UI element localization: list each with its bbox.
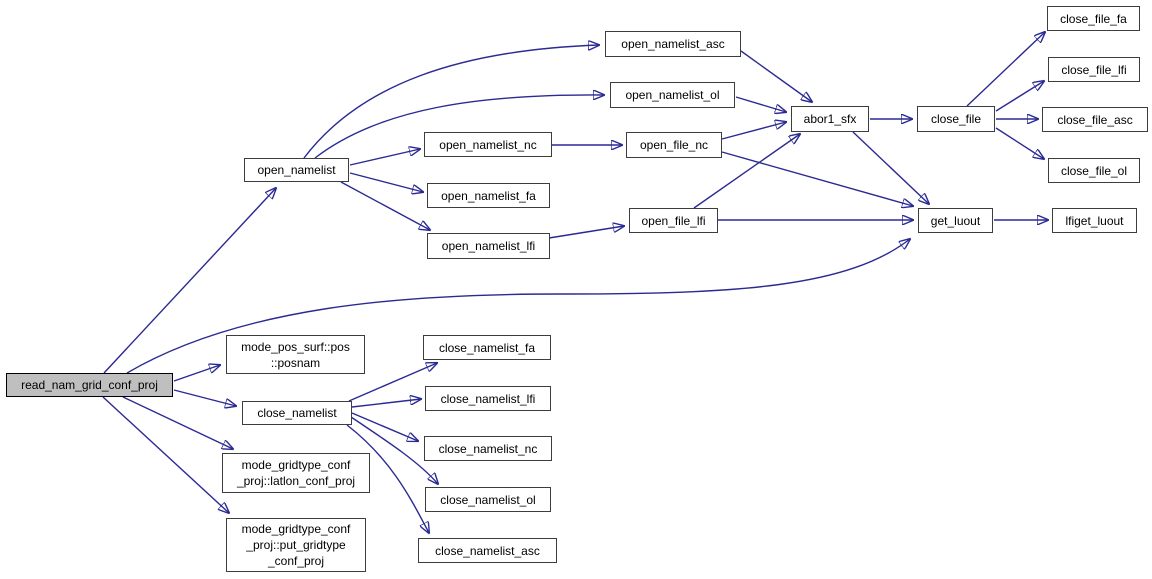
node-latlon-conf-proj[interactable]: mode_gridtype_conf _proj::latlon_conf_pr…: [222, 453, 370, 493]
node-label: open_namelist_ol: [625, 88, 720, 102]
node-read-nam-grid-conf-proj: read_nam_grid_conf_proj: [6, 373, 173, 397]
edge-open-namelist-asc-to-abor1-sfx: [740, 50, 812, 102]
edge-read-nam-to-open-namelist: [103, 188, 276, 374]
edge-open-file-nc-to-get-luout: [721, 151, 913, 206]
node-put-gridtype-conf-proj[interactable]: mode_gridtype_conf _proj::put_gridtype _…: [226, 518, 366, 572]
node-close-file-fa[interactable]: close_file_fa: [1047, 6, 1140, 31]
node-label: close_namelist_nc: [438, 441, 538, 456]
edge-open-namelist-to-open-namelist-nc: [349, 149, 420, 166]
edge-read-nam-to-posnam: [173, 365, 220, 382]
node-label: open_namelist_nc: [439, 137, 537, 152]
edge-abor1-sfx-to-get-luout: [852, 131, 929, 204]
node-close-file-lfi[interactable]: close_file_lfi: [1048, 57, 1140, 82]
edge-close-namelist-to-close-namelist-asc: [346, 424, 429, 533]
edge-open-file-lfi-to-abor1-sfx: [693, 134, 800, 209]
node-label: open_namelist_fa: [441, 188, 536, 203]
node-label: close_file_fa: [1060, 11, 1127, 26]
edge-close-namelist-to-close-namelist-fa: [348, 363, 437, 402]
node-label: close_file_lfi: [1061, 62, 1127, 77]
node-label-line: mode_pos_surf::pos: [241, 339, 350, 354]
node-lfiget-luout[interactable]: lfiget_luout: [1052, 208, 1137, 233]
node-label: read_nam_grid_conf_proj: [21, 378, 158, 392]
node-label-line: mode_gridtype_conf: [241, 522, 351, 536]
node-label: open_file_nc: [639, 138, 709, 152]
node-close-namelist-lfi[interactable]: close_namelist_lfi: [425, 386, 551, 411]
node-label: get_luout: [930, 213, 981, 228]
edge-open-namelist-to-open-namelist-lfi: [340, 181, 430, 230]
node-open-file-nc[interactable]: open_file_nc: [626, 132, 722, 158]
node-open-namelist-ol[interactable]: open_namelist_ol: [610, 82, 735, 108]
node-close-namelist-nc[interactable]: close_namelist_nc: [424, 436, 552, 461]
node-close-namelist-fa[interactable]: close_namelist_fa: [423, 335, 551, 360]
edge-read-nam-to-put-gridtype-conf-proj: [102, 396, 229, 513]
edge-close-namelist-to-close-namelist-nc: [351, 412, 418, 441]
node-close-file-asc[interactable]: close_file_asc: [1042, 107, 1148, 132]
edge-close-file-to-close-file-ol: [995, 127, 1044, 159]
edge-close-namelist-to-close-namelist-ol: [350, 416, 438, 484]
node-label: open_namelist_lfi: [441, 239, 536, 253]
edge-close-file-to-close-file-fa: [966, 32, 1045, 107]
edge-read-nam-to-latlon-conf-proj: [122, 396, 233, 449]
edge-read-nam-to-close-namelist: [173, 389, 236, 406]
edge-close-file-to-close-file-lfi: [995, 81, 1044, 112]
node-label-line: _conf_proj: [267, 554, 325, 568]
node-label: lfiget_luout: [1065, 213, 1124, 228]
edge-open-namelist-to-open-namelist-asc: [303, 45, 599, 159]
node-label: open_namelist_asc: [621, 37, 725, 51]
node-label-line: mode_gridtype_conf: [241, 458, 351, 472]
node-label: close_file: [930, 112, 982, 126]
node-get-luout[interactable]: get_luout: [918, 208, 993, 233]
node-label-line: _proj::put_gridtype: [246, 538, 346, 552]
node-close-namelist-asc[interactable]: close_namelist_asc: [418, 538, 557, 563]
node-open-namelist-lfi[interactable]: open_namelist_lfi: [427, 233, 550, 259]
node-close-namelist[interactable]: close_namelist: [242, 401, 352, 425]
node-close-file-ol[interactable]: close_file_ol: [1048, 158, 1140, 183]
node-label-line: _proj::latlon_conf_proj: [236, 474, 356, 488]
edge-open-namelist-lfi-to-open-file-lfi: [548, 226, 624, 239]
node-label: close_namelist: [257, 406, 337, 420]
node-label: close_file_asc: [1057, 112, 1133, 127]
edge-open-namelist-ol-to-abor1-sfx: [735, 96, 786, 112]
edge-open-file-nc-to-abor1-sfx: [721, 122, 786, 140]
node-label: close_namelist_asc: [435, 543, 540, 558]
node-label-line: ::posnam: [270, 355, 321, 370]
node-mode-pos-surf-posnam[interactable]: mode_pos_surf::pos ::posnam: [226, 335, 365, 374]
edge-open-namelist-to-open-namelist-ol: [314, 95, 604, 159]
node-open-namelist-nc[interactable]: open_namelist_nc: [424, 132, 552, 157]
node-open-file-lfi[interactable]: open_file_lfi: [629, 208, 718, 233]
edge-read-nam-to-get-luout: [126, 239, 910, 374]
node-close-namelist-ol[interactable]: close_namelist_ol: [425, 487, 551, 512]
edge-close-namelist-to-close-namelist-lfi: [351, 399, 421, 408]
node-abor1-sfx[interactable]: abor1_sfx: [791, 106, 869, 132]
node-open-namelist[interactable]: open_namelist: [244, 158, 349, 182]
node-label: close_namelist_lfi: [440, 391, 536, 406]
node-label: open_file_lfi: [641, 213, 706, 228]
node-label: abor1_sfx: [803, 112, 857, 126]
node-open-namelist-asc[interactable]: open_namelist_asc: [605, 31, 741, 57]
node-label: open_namelist: [257, 163, 336, 177]
node-close-file[interactable]: close_file: [917, 106, 995, 132]
node-label: close_namelist_ol: [440, 492, 536, 507]
node-label: close_file_ol: [1060, 163, 1128, 178]
node-open-namelist-fa[interactable]: open_namelist_fa: [427, 183, 550, 208]
edge-open-namelist-to-open-namelist-fa: [349, 172, 423, 192]
node-label: close_namelist_fa: [438, 340, 536, 355]
